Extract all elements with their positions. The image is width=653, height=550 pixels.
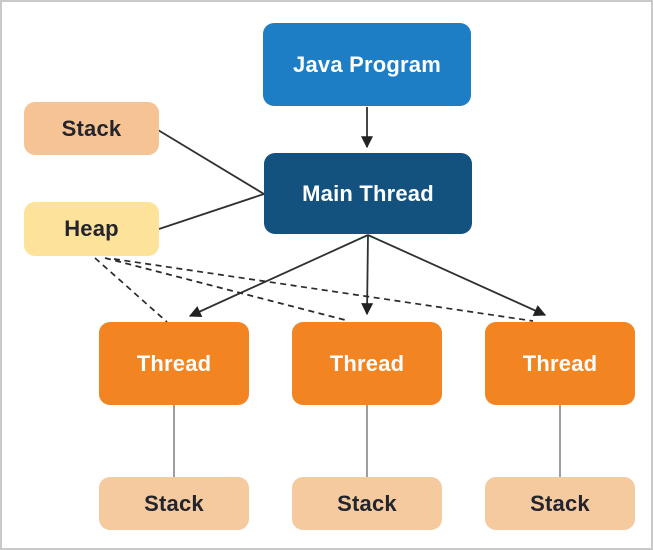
node-java-program-label: Java Program — [293, 51, 441, 77]
edge-stack-to-main-thread — [157, 129, 265, 195]
node-stack-3-label: Stack — [530, 490, 590, 516]
edge-main-thread-to-thread-2 — [361, 234, 374, 316]
node-stack-3: Stack — [485, 477, 635, 530]
edge-heap-to-thread-3 — [113, 258, 534, 322]
edge-main-thread-to-thread-3 — [367, 234, 547, 317]
node-stack-1-label: Stack — [144, 490, 204, 516]
edge-heap-to-main-thread — [158, 193, 265, 230]
node-stack-1: Stack — [99, 477, 249, 530]
node-thread-2: Thread — [292, 322, 442, 405]
node-heap: Heap — [24, 202, 159, 256]
node-thread-3-label: Thread — [522, 350, 598, 376]
node-thread-2-label: Thread — [329, 350, 405, 376]
edge-heap-to-thread-2 — [104, 257, 350, 322]
node-java-program: Java Program — [263, 23, 471, 106]
edge-heap-to-thread-1 — [94, 257, 168, 323]
node-stack-2: Stack — [292, 477, 442, 530]
node-heap-label: Heap — [64, 216, 119, 241]
node-thread-1: Thread — [99, 322, 249, 405]
node-thread-3: Thread — [485, 322, 635, 405]
edge-main-thread-to-thread-1 — [188, 234, 369, 317]
node-thread-1-label: Thread — [136, 350, 212, 376]
node-stack-main-label: Stack — [61, 115, 122, 141]
node-stack-main: Stack — [24, 102, 159, 155]
node-main-thread: Main Thread — [264, 153, 472, 234]
node-main-thread-label: Main Thread — [302, 180, 434, 206]
node-stack-2-label: Stack — [337, 490, 397, 516]
